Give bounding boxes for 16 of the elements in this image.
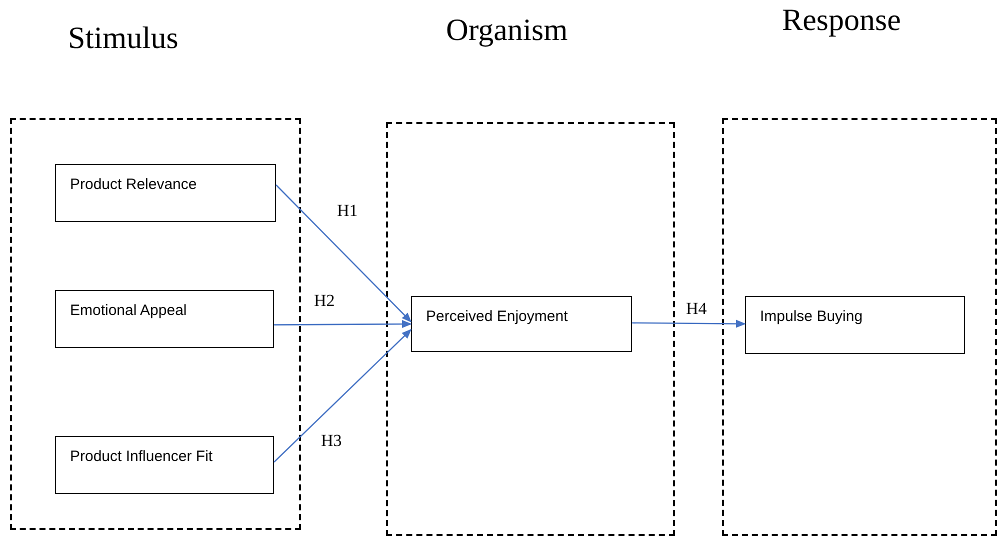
edge-label: H1 xyxy=(336,202,359,219)
variable-box: Emotional Appeal xyxy=(55,290,274,348)
edge-label: H3 xyxy=(320,432,343,449)
variable-box: Perceived Enjoyment xyxy=(411,296,632,352)
edge-label: H4 xyxy=(685,300,708,317)
variable-box: Product Relevance xyxy=(55,164,276,222)
arrow xyxy=(632,320,746,328)
variable-box: Impulse Buying xyxy=(745,296,965,354)
arrow xyxy=(274,320,412,328)
edge-label: H2 xyxy=(313,292,336,309)
stage-heading: Organism xyxy=(446,14,568,45)
variable-box: Product Influencer Fit xyxy=(55,436,274,494)
arrow xyxy=(274,328,412,463)
stage-heading: Stimulus xyxy=(68,22,178,53)
stage-heading: Response xyxy=(782,4,901,35)
arrow xyxy=(276,184,412,322)
